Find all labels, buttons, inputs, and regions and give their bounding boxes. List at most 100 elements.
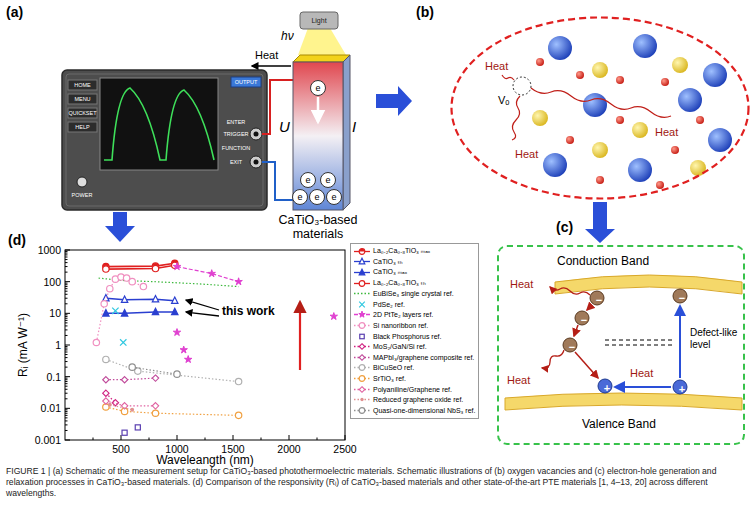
node-text: − xyxy=(679,292,685,305)
chart-stroke xyxy=(186,312,219,316)
chart-stroke xyxy=(135,425,140,430)
chart-stroke xyxy=(65,348,68,349)
lattice xyxy=(502,34,732,189)
chart-stroke xyxy=(140,283,146,289)
label: e xyxy=(314,192,319,202)
block-arrow xyxy=(585,202,615,243)
chart-stroke xyxy=(65,281,70,282)
chart-stroke xyxy=(65,349,68,350)
legend-row: Reduced graphene oxide ref. xyxy=(354,394,475,405)
legend-row: MAPbI₃/graphene composite ref. xyxy=(354,352,475,363)
chart-stroke xyxy=(121,435,122,440)
chart-stroke xyxy=(103,398,109,404)
chart-stroke xyxy=(235,378,241,384)
chart-stroke xyxy=(177,435,178,440)
label: 2000 xyxy=(277,443,300,455)
legend-row: Si nanoribbon ref. xyxy=(354,320,475,331)
label: ENTER xyxy=(227,119,246,125)
chart-stroke xyxy=(65,367,68,368)
chart-stroke xyxy=(106,298,175,301)
chart-stroke xyxy=(65,303,68,304)
node-text: Conduction Band xyxy=(557,255,649,269)
chart-stroke xyxy=(65,376,70,377)
chart-stroke xyxy=(180,346,187,353)
legend-text: Polyaniline/Graphene ref. xyxy=(373,386,452,393)
chart-stroke xyxy=(65,345,70,346)
chart-stroke xyxy=(359,259,365,265)
chart-stroke xyxy=(360,398,363,401)
chart-stroke xyxy=(103,390,109,396)
legend-text: La₀.₂Ca₀.₈TiO₃ ₘₐₓ xyxy=(373,247,430,255)
node-text: Heat xyxy=(485,60,508,73)
label: QUICKSET xyxy=(68,110,96,116)
chart-stroke xyxy=(359,311,365,317)
legend-row: CaTiO₃ ₘₐₓ xyxy=(354,267,475,278)
chart-stroke xyxy=(177,267,239,282)
label: CaTiO₃-based materials xyxy=(262,213,374,242)
label: I xyxy=(352,118,356,135)
legend-sample xyxy=(354,247,370,256)
label: 0.01 xyxy=(41,402,61,414)
label: FUNCTION xyxy=(222,145,250,151)
chart-stroke xyxy=(65,283,68,284)
node-text: Defect-like level xyxy=(690,327,746,350)
label: OUTPUT xyxy=(235,79,258,85)
label: e xyxy=(325,175,330,185)
legend-sample xyxy=(354,374,370,383)
node-text: − xyxy=(596,294,602,307)
chart-stroke xyxy=(103,310,109,316)
data-series xyxy=(129,364,180,377)
legend-text: 2D PtTe₂ layers ref. xyxy=(373,311,433,318)
wires xyxy=(262,80,293,200)
label: (d) xyxy=(8,232,26,248)
data-series xyxy=(103,398,159,409)
chart-stroke xyxy=(152,308,158,314)
label: U xyxy=(279,118,290,135)
node-text: Heat xyxy=(655,126,678,139)
chart-stroke xyxy=(359,365,365,371)
label: (c) xyxy=(556,219,573,235)
chart-stroke xyxy=(132,367,177,374)
label: 0.001 xyxy=(35,434,61,446)
label: 500 xyxy=(112,443,130,455)
chart-stroke xyxy=(65,411,68,412)
chart-stroke xyxy=(107,285,113,291)
legend-text: Si nanoribbon ref. xyxy=(373,322,428,329)
node-text: Heat xyxy=(510,278,533,291)
chart-stroke xyxy=(93,339,99,345)
chart-stroke xyxy=(330,313,337,320)
chart-stroke xyxy=(152,295,158,301)
chart-stroke xyxy=(149,438,150,441)
chart-stroke xyxy=(108,403,112,407)
chart-stroke xyxy=(65,424,68,425)
label: e xyxy=(297,192,302,202)
chart-stroke xyxy=(65,440,70,441)
chart-stroke xyxy=(103,377,109,383)
chart-stroke xyxy=(96,277,143,343)
chart-stroke xyxy=(65,408,70,409)
node-text: Heat xyxy=(507,374,530,387)
chart-stroke xyxy=(186,300,219,310)
chart-stroke xyxy=(65,291,68,292)
legend-text: MAPbI₃/graphene composite ref. xyxy=(373,354,474,361)
chart-stroke xyxy=(122,430,127,435)
chart-stroke xyxy=(65,272,68,273)
label: 0.1 xyxy=(46,371,61,383)
label: EXIT xyxy=(230,159,242,165)
chart-stroke xyxy=(65,313,70,314)
chart-stroke xyxy=(152,375,158,381)
legend-sample xyxy=(354,289,370,298)
chart-stroke xyxy=(101,301,107,307)
data-series xyxy=(103,308,178,316)
chart-stroke xyxy=(65,354,68,355)
chart-stroke xyxy=(121,377,127,383)
chart-stroke xyxy=(65,322,68,323)
band-panel: Conduction BandHeat−−−−Defect-like level… xyxy=(497,245,745,445)
legend-sample xyxy=(354,332,370,341)
node-text: + xyxy=(604,382,610,395)
chart-stroke xyxy=(120,339,126,345)
panel-arrows xyxy=(105,86,412,242)
data-series xyxy=(173,263,337,363)
label: Light xyxy=(311,17,326,25)
legend-sample xyxy=(354,300,370,309)
